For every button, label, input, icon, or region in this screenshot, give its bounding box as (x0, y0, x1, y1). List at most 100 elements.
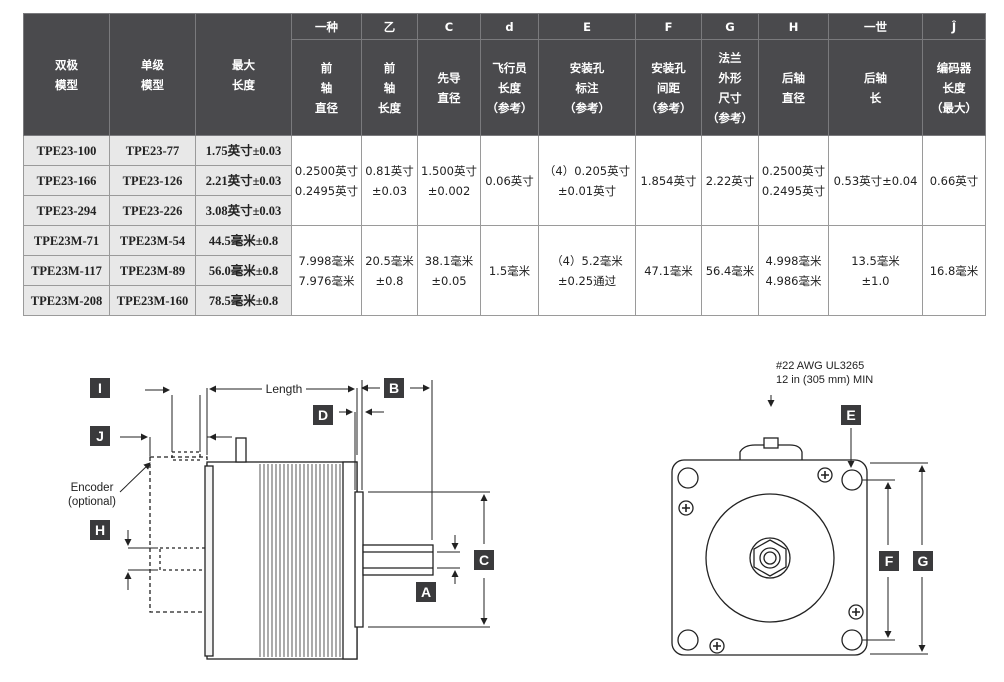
mounting-hole (677, 629, 699, 651)
encoder-outline (149, 456, 208, 613)
side-dimension-lines (120, 380, 490, 628)
model-cell-length: 56.0毫米±0.8 (195, 255, 292, 286)
svg-text:G: G (918, 553, 929, 569)
spec-value: 13.5毫米 ±1.0 (828, 225, 923, 316)
column-letter: 一世 (828, 13, 923, 40)
svg-text:D: D (318, 407, 328, 423)
fin-lines (259, 464, 341, 657)
model-cell-length: 1.75英寸±0.03 (195, 135, 292, 166)
spec-value: 0.81英寸 ±0.03 (361, 135, 418, 226)
spec-value: 0.66英寸 (922, 135, 986, 226)
model-cell-bipolar: TPE23M-71 (23, 225, 110, 256)
model-cell-bipolar: TPE23M-117 (23, 255, 110, 286)
column-letter: G (701, 13, 759, 40)
column-letter: 乙 (361, 13, 418, 40)
column-header: 后轴 直径 (758, 39, 829, 136)
spec-value: 0.06英寸 (480, 135, 539, 226)
mounting-hole (677, 467, 699, 489)
svg-text:A: A (421, 584, 431, 600)
side-view (149, 437, 434, 660)
callout-c: C (474, 550, 494, 570)
column-letter: Ĵ (922, 13, 986, 40)
column-header: 最大 长度 (195, 13, 292, 136)
column-letter: C (417, 13, 481, 40)
spec-value: 0.53英寸±0.04 (828, 135, 923, 226)
callout-e: E (841, 405, 861, 425)
front-view (671, 437, 868, 656)
svg-text:H: H (95, 522, 105, 538)
model-cell-length: 78.5毫米±0.8 (195, 285, 292, 316)
callout-h: H (90, 520, 110, 540)
column-header: 先导 直径 (417, 39, 481, 136)
column-letter: F (635, 13, 702, 40)
screw-icon (709, 638, 725, 654)
spec-value: 1.854英寸 (635, 135, 702, 226)
wire-label-1: #22 AWG UL3265 (776, 360, 864, 372)
model-cell-unipolar: TPE23-77 (109, 135, 196, 166)
screw-crosses (682, 471, 860, 650)
column-header: 后轴 长 (828, 39, 923, 136)
spec-value: 47.1毫米 (635, 225, 702, 316)
column-header: 安装孔 标注 （参考） (538, 39, 636, 136)
column-letter: d (480, 13, 539, 40)
spec-value: 2.22英寸 (701, 135, 759, 226)
spec-value: 16.8毫米 (922, 225, 986, 316)
spec-value: （4）5.2毫米 ±0.25通过 (538, 225, 636, 316)
callout-i: I (90, 378, 110, 398)
model-cell-bipolar: TPE23-294 (23, 195, 110, 226)
screw-icon (848, 604, 864, 620)
column-header: 安装孔 间距 （参考） (635, 39, 702, 136)
model-cell-length: 3.08英寸±0.03 (195, 195, 292, 226)
svg-text:J: J (96, 428, 104, 444)
svg-text:C: C (479, 552, 489, 568)
spec-value: 1.500英寸 ±0.002 (417, 135, 481, 226)
column-header: 前 轴 长度 (361, 39, 418, 136)
encoder-label: Encoder(optional) (68, 482, 116, 508)
front-dimension-lines (767, 395, 928, 655)
callout-f: F (879, 551, 899, 571)
svg-text:I: I (98, 380, 102, 396)
screw-icon (678, 500, 694, 516)
column-header: 前 轴 直径 (291, 39, 362, 136)
svg-text:B: B (389, 380, 399, 396)
front-callouts: E F G (841, 405, 933, 571)
column-header: 法兰 外形 尺寸 （参考） (701, 39, 759, 136)
column-letter: H (758, 13, 829, 40)
callout-a: A (416, 582, 436, 602)
spec-value: 4.998毫米 4.986毫米 (758, 225, 829, 316)
spec-value: 56.4毫米 (701, 225, 759, 316)
model-cell-bipolar: TPE23-166 (23, 165, 110, 196)
pilot-circle (705, 493, 835, 623)
spec-value: 20.5毫米 ±0.8 (361, 225, 418, 316)
callout-j: J (90, 426, 110, 446)
column-header: 飞行员 长度 （参考） (480, 39, 539, 136)
spec-value: 7.998毫米 7.976毫米 (291, 225, 362, 316)
model-cell-unipolar: TPE23M-54 (109, 225, 196, 256)
model-cell-unipolar: TPE23-126 (109, 165, 196, 196)
model-cell-bipolar: TPE23-100 (23, 135, 110, 166)
spec-value: 1.5毫米 (480, 225, 539, 316)
spec-value: 38.1毫米 ±0.05 (417, 225, 481, 316)
spec-value: 0.2500英寸 0.2495英寸 (291, 135, 362, 226)
model-cell-unipolar: TPE23M-89 (109, 255, 196, 286)
callout-d: D (313, 405, 333, 425)
spec-value: 0.2500英寸 0.2495英寸 (758, 135, 829, 226)
motor-dimension-drawing: Length Encoder(optional) I J H D B C A (68, 360, 933, 660)
model-cell-length: 44.5毫米±0.8 (195, 225, 292, 256)
front-flange (354, 491, 364, 628)
column-header: 双极 模型 (23, 13, 110, 136)
wire-label-2: 12 in (305 mm) MIN (776, 374, 873, 386)
svg-text:F: F (885, 553, 894, 569)
callout-b: B (384, 378, 404, 398)
column-letter: 一种 (291, 13, 362, 40)
motor-body (206, 461, 358, 660)
spec-value: （4）0.205英寸 ±0.01英寸 (538, 135, 636, 226)
length-label: Length (266, 382, 303, 396)
model-cell-unipolar: TPE23-226 (109, 195, 196, 226)
